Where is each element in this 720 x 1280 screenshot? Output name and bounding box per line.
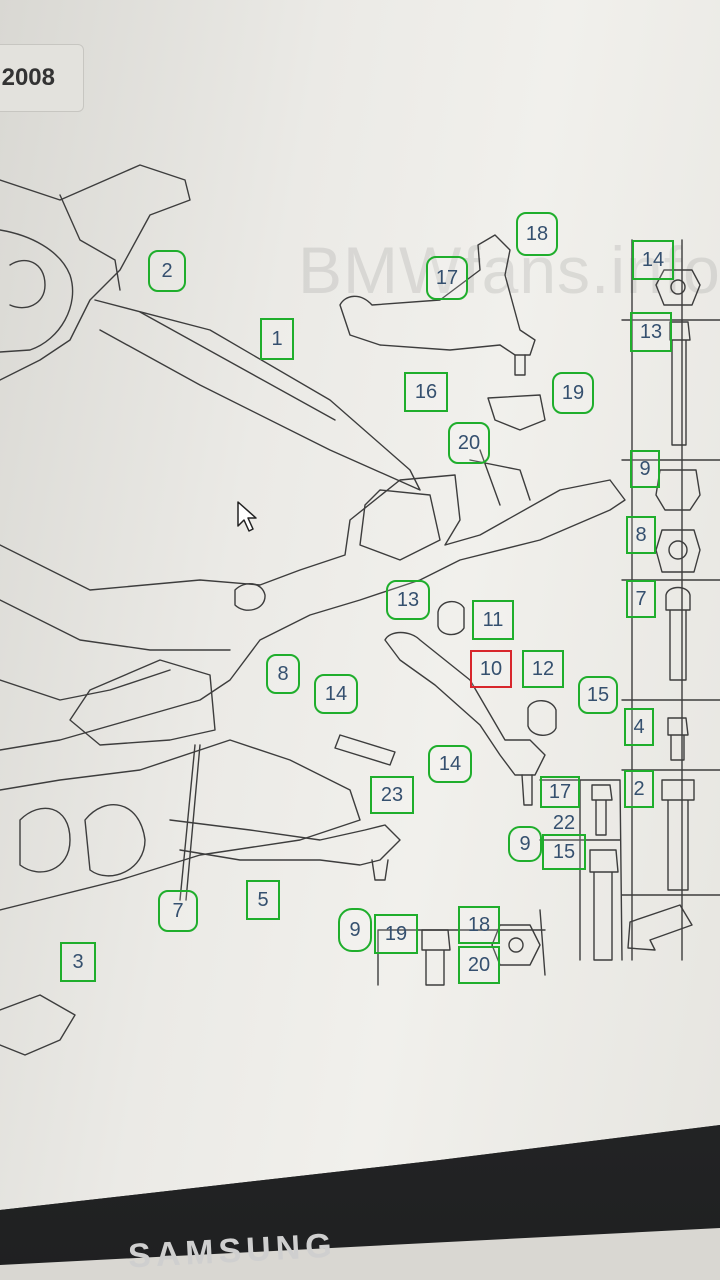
part-callout[interactable]: 18: [458, 906, 500, 944]
part-callout[interactable]: 15: [578, 676, 618, 714]
hardware-callout[interactable]: 13: [630, 312, 672, 352]
part-callout[interactable]: 12: [522, 650, 564, 688]
model-year-tab[interactable]: 2008: [0, 44, 84, 112]
hardware-nut: [655, 269, 701, 306]
part-callout[interactable]: 9: [338, 908, 372, 952]
part-callout[interactable]: 16: [404, 372, 448, 412]
crossmember-rail: [94, 299, 421, 491]
hardware-callout[interactable]: 2: [624, 770, 654, 808]
front-subframe: [0, 474, 626, 751]
mouse-cursor-icon: [237, 501, 257, 532]
model-year-label: 2008: [1, 64, 55, 91]
part-callout[interactable]: 15: [542, 834, 586, 870]
upper-control-arm: [339, 234, 536, 356]
part-callout[interactable]: 8: [266, 654, 300, 694]
part-callout[interactable]: 7: [158, 890, 198, 932]
part-callout[interactable]: 14: [428, 745, 472, 783]
part-callout[interactable]: 23: [370, 776, 414, 814]
part-callout[interactable]: 14: [314, 674, 358, 714]
part-callout[interactable]: 5: [246, 880, 280, 920]
part-callout[interactable]: 3: [60, 942, 96, 982]
part-callout[interactable]: 2: [148, 250, 186, 292]
wishbone-arm: [384, 631, 546, 776]
lower-control-arm: [169, 819, 401, 866]
part-callout[interactable]: 13: [386, 580, 430, 620]
part-callout-selected[interactable]: 10: [470, 650, 512, 688]
part-callout[interactable]: 20: [448, 422, 490, 464]
direction-arrow-icon: [627, 904, 693, 951]
hardware-callout[interactable]: 14: [632, 240, 674, 280]
part-callout[interactable]: 19: [374, 914, 418, 954]
part-callout[interactable]: 19: [552, 372, 594, 414]
hardware-bolt: [669, 321, 691, 446]
part-callout[interactable]: 17: [426, 256, 468, 300]
hardware-callout[interactable]: 9: [630, 450, 660, 488]
part-callout[interactable]: 17: [540, 776, 580, 808]
part-callout[interactable]: 18: [516, 212, 558, 256]
part-callout[interactable]: 20: [458, 946, 500, 984]
part-callout[interactable]: 22: [552, 811, 576, 834]
bottom-plate: [0, 739, 361, 911]
hardware-callout[interactable]: 8: [626, 516, 656, 554]
hardware-callout[interactable]: 4: [624, 708, 654, 746]
watermark: BMWfans.info: [298, 233, 720, 307]
subframe-left-mount: [0, 164, 191, 381]
part-callout[interactable]: 9: [508, 826, 542, 862]
part-callout[interactable]: 1: [260, 318, 294, 360]
hardware-callout[interactable]: 7: [626, 580, 656, 618]
part-callout[interactable]: 11: [472, 600, 514, 640]
